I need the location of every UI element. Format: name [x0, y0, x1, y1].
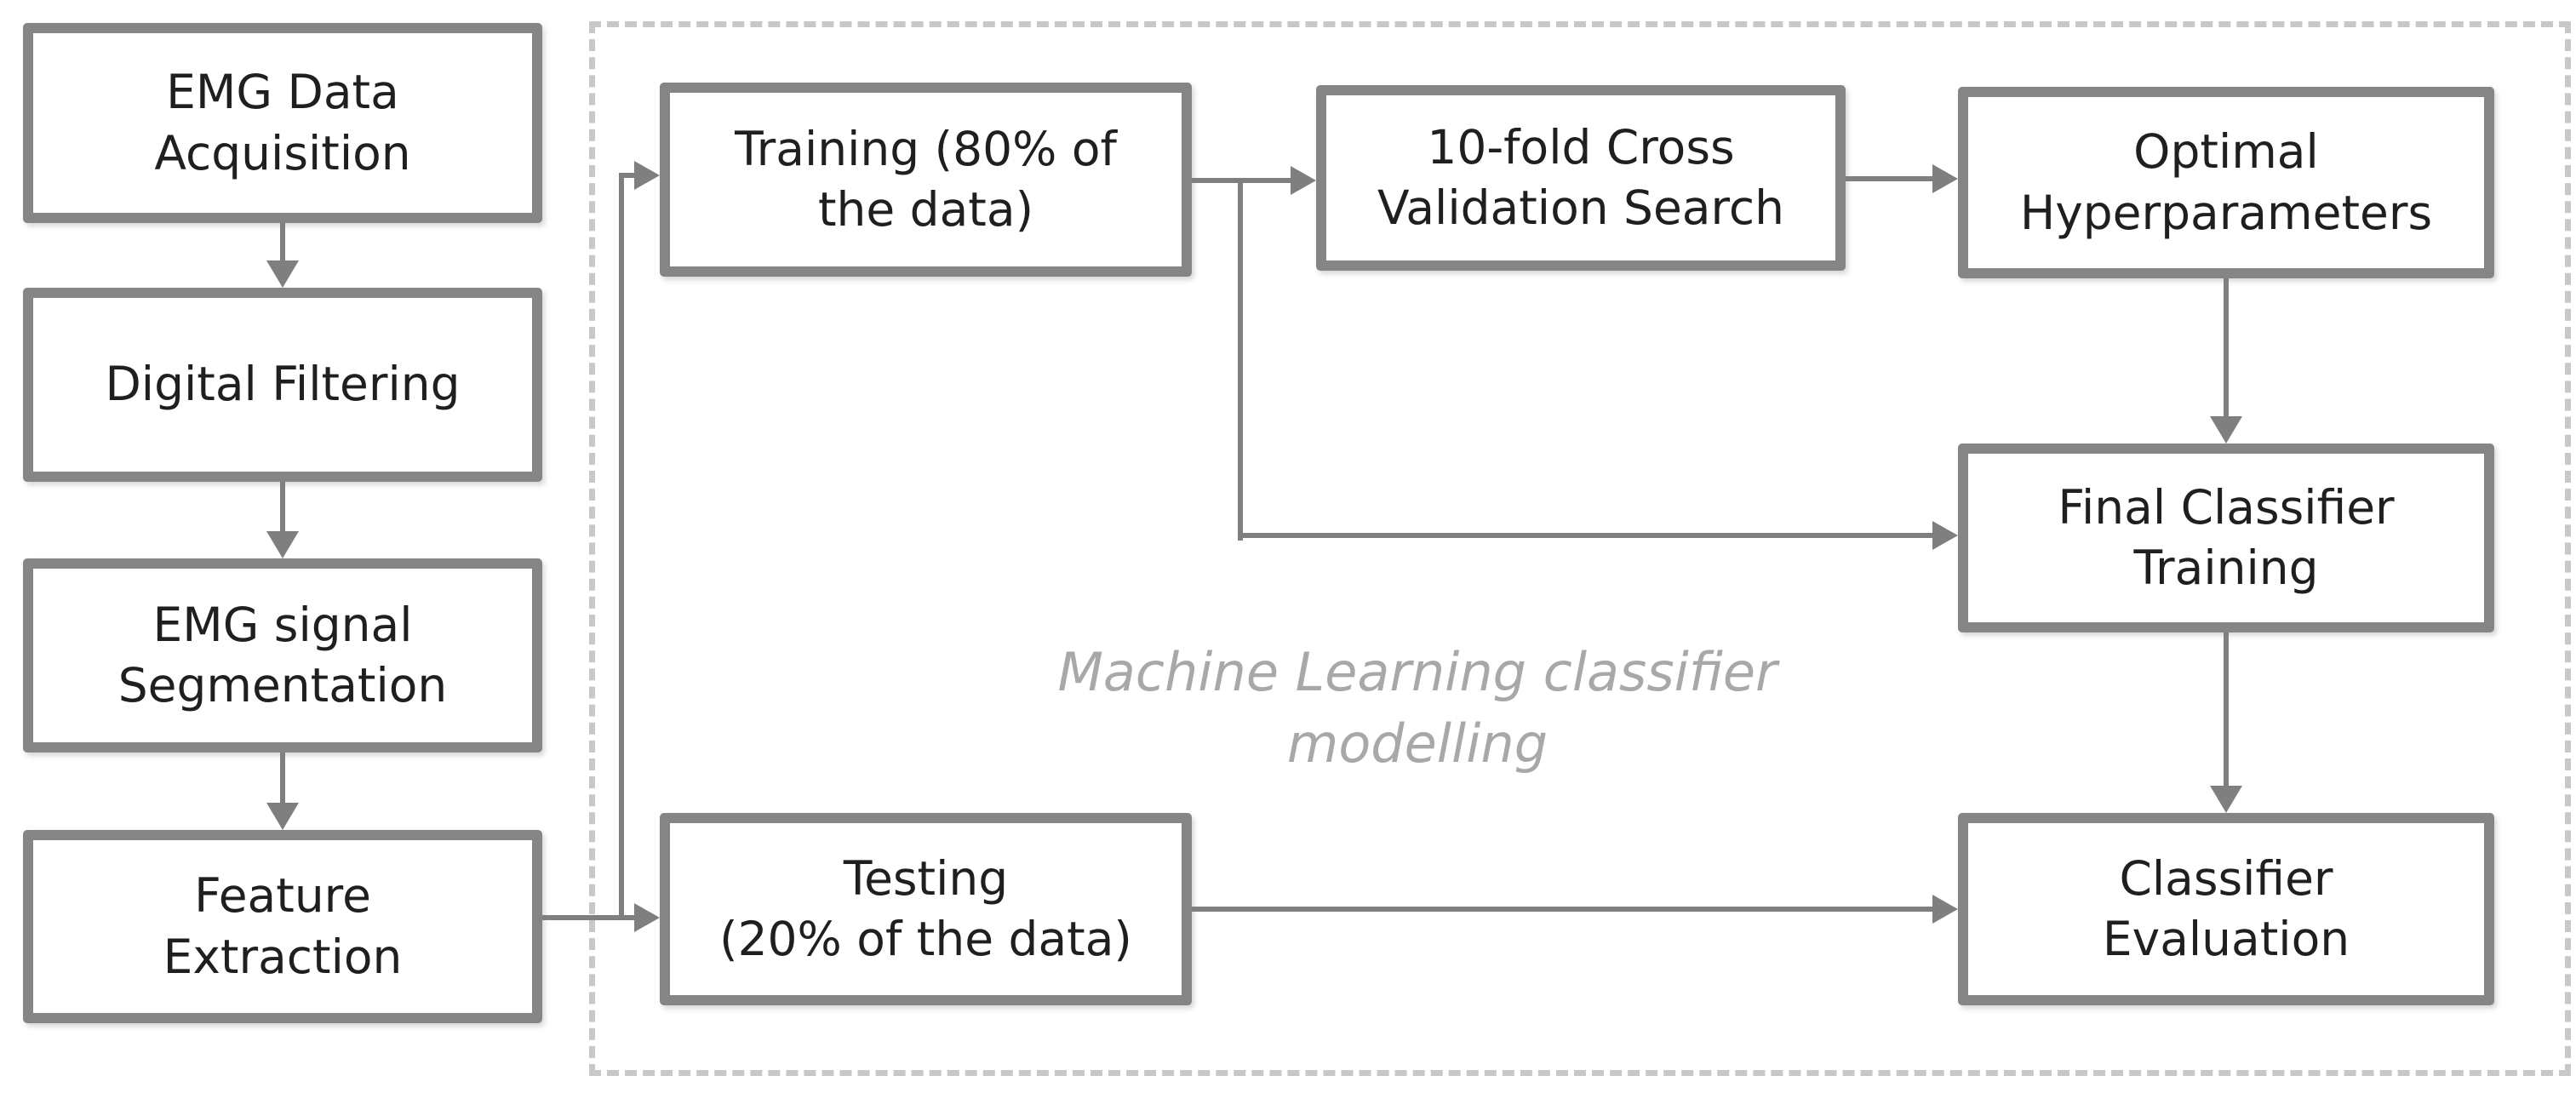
node-training: Training (80% of the data) — [660, 83, 1192, 277]
node-testing: Testing (20% of the data) — [660, 813, 1192, 1005]
node-optimal-hyperparameters: Optimal Hyperparameters — [1958, 87, 2494, 278]
node-digital-filtering: Digital Filtering — [23, 288, 542, 482]
node-cross-validation: 10-fold Cross Validation Search — [1316, 85, 1846, 271]
edge-optimal-to-final-line — [2224, 278, 2229, 416]
edge-final-to-evaluation-arrowhead-icon — [2210, 786, 2242, 813]
edge-training-to-final-vline — [1238, 178, 1243, 541]
edge-segmentation-to-extraction-arrowhead-icon — [266, 803, 299, 830]
edge-training-to-crossvalidation-arrowhead-icon — [1291, 166, 1316, 195]
ml-modelling-group-container — [589, 21, 2571, 1076]
edge-extraction-to-training-stub — [624, 173, 634, 178]
edge-optimal-to-final-arrowhead-icon — [2210, 416, 2242, 443]
edge-extraction-to-testing-arrowhead-icon — [634, 903, 660, 932]
edge-training-to-final-hline — [1238, 533, 1932, 538]
ml-modelling-group-label: Machine Learning classifier modelling — [1057, 641, 1777, 775]
node-feature-extraction: Feature Extraction — [23, 830, 542, 1023]
edge-crossvalidation-to-optimal-line — [1846, 176, 1932, 181]
edge-crossvalidation-to-optimal-arrowhead-icon — [1932, 164, 1958, 193]
node-classifier-evaluation: Classifier Evaluation — [1958, 813, 2494, 1005]
edge-acquisition-to-filtering-arrowhead-icon — [266, 260, 299, 288]
edge-final-to-evaluation-line — [2224, 632, 2229, 786]
node-emg-signal-segmentation: EMG signal Segmentation — [23, 558, 542, 753]
edge-filtering-to-segmentation-arrowhead-icon — [266, 531, 299, 558]
edge-acquisition-to-filtering-line — [280, 223, 285, 267]
edge-testing-to-evaluation-arrowhead-icon — [1932, 895, 1958, 924]
edge-extraction-to-training-arrowhead-icon — [634, 161, 660, 190]
edge-testing-to-evaluation-line — [1192, 907, 1932, 912]
node-emg-data-acquisition: EMG Data Acquisition — [23, 23, 542, 223]
edge-segmentation-to-extraction-line — [280, 753, 285, 803]
edge-filtering-to-segmentation-line — [280, 482, 285, 533]
node-final-classifier-training: Final Classifier Training — [1958, 443, 2494, 632]
edge-extraction-split-hline — [542, 915, 634, 920]
edge-training-to-final-arrowhead-icon — [1932, 521, 1958, 550]
edge-extraction-to-training-vline — [619, 173, 624, 920]
